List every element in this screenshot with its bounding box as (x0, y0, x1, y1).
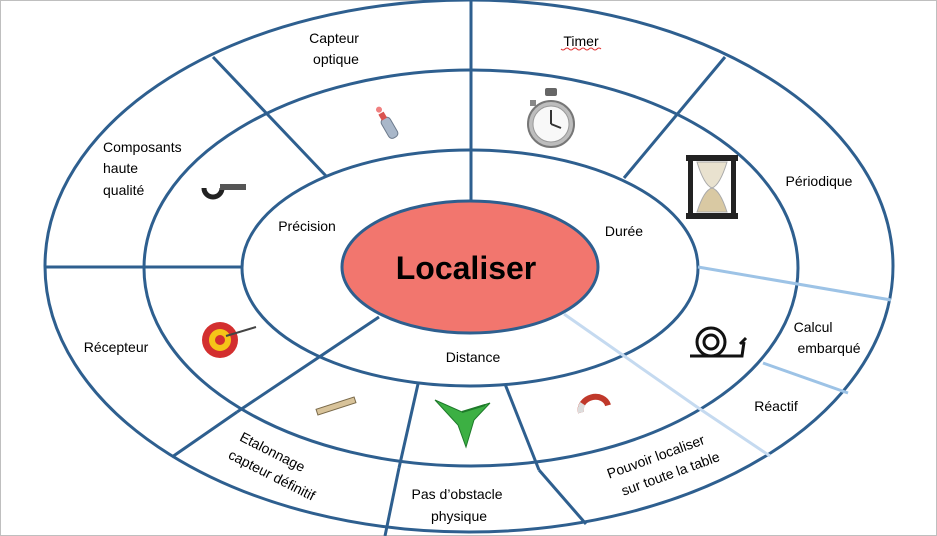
dark-dividers (46, 0, 727, 536)
outer-ellipse (43, 0, 895, 534)
center-label: Localiser (396, 250, 537, 286)
label-etalonnage: Etalonnage capteur définitif (226, 428, 327, 504)
light-dividers (697, 265, 892, 395)
spellcheck-squiggle (560, 47, 602, 51)
label-reactif: Réactif (754, 398, 798, 414)
label-precision: Précision (278, 218, 336, 234)
label-composants: Composants haute qualité (103, 139, 185, 198)
magnet-icon (577, 393, 611, 414)
target-icon (202, 322, 257, 358)
lighter-dividers (563, 312, 771, 458)
label-periodique: Périodique (786, 173, 853, 189)
micrometer-icon (201, 184, 246, 200)
label-capteur-optique: Capteur optique (309, 30, 363, 67)
label-calcul-embarque: Calcul embarqué (794, 319, 861, 356)
ruler-icon (315, 396, 357, 416)
stopwatch-icon (527, 88, 575, 148)
optical-sensor-icon (376, 106, 399, 139)
hourglass-icon (686, 155, 738, 219)
label-pas-obstacle: Pas d’obstacle physique (412, 486, 507, 524)
label-recepteur: Récepteur (84, 339, 149, 355)
label-distance: Distance (446, 349, 501, 365)
label-timer: Timer (563, 33, 599, 49)
hummingbird-icon (434, 399, 491, 449)
center-ellipse (340, 199, 600, 335)
label-pouvoir-localiser: Pouvoir localiser sur toute la table (605, 428, 722, 501)
label-duree: Durée (605, 223, 643, 239)
snail-icon (690, 326, 748, 358)
